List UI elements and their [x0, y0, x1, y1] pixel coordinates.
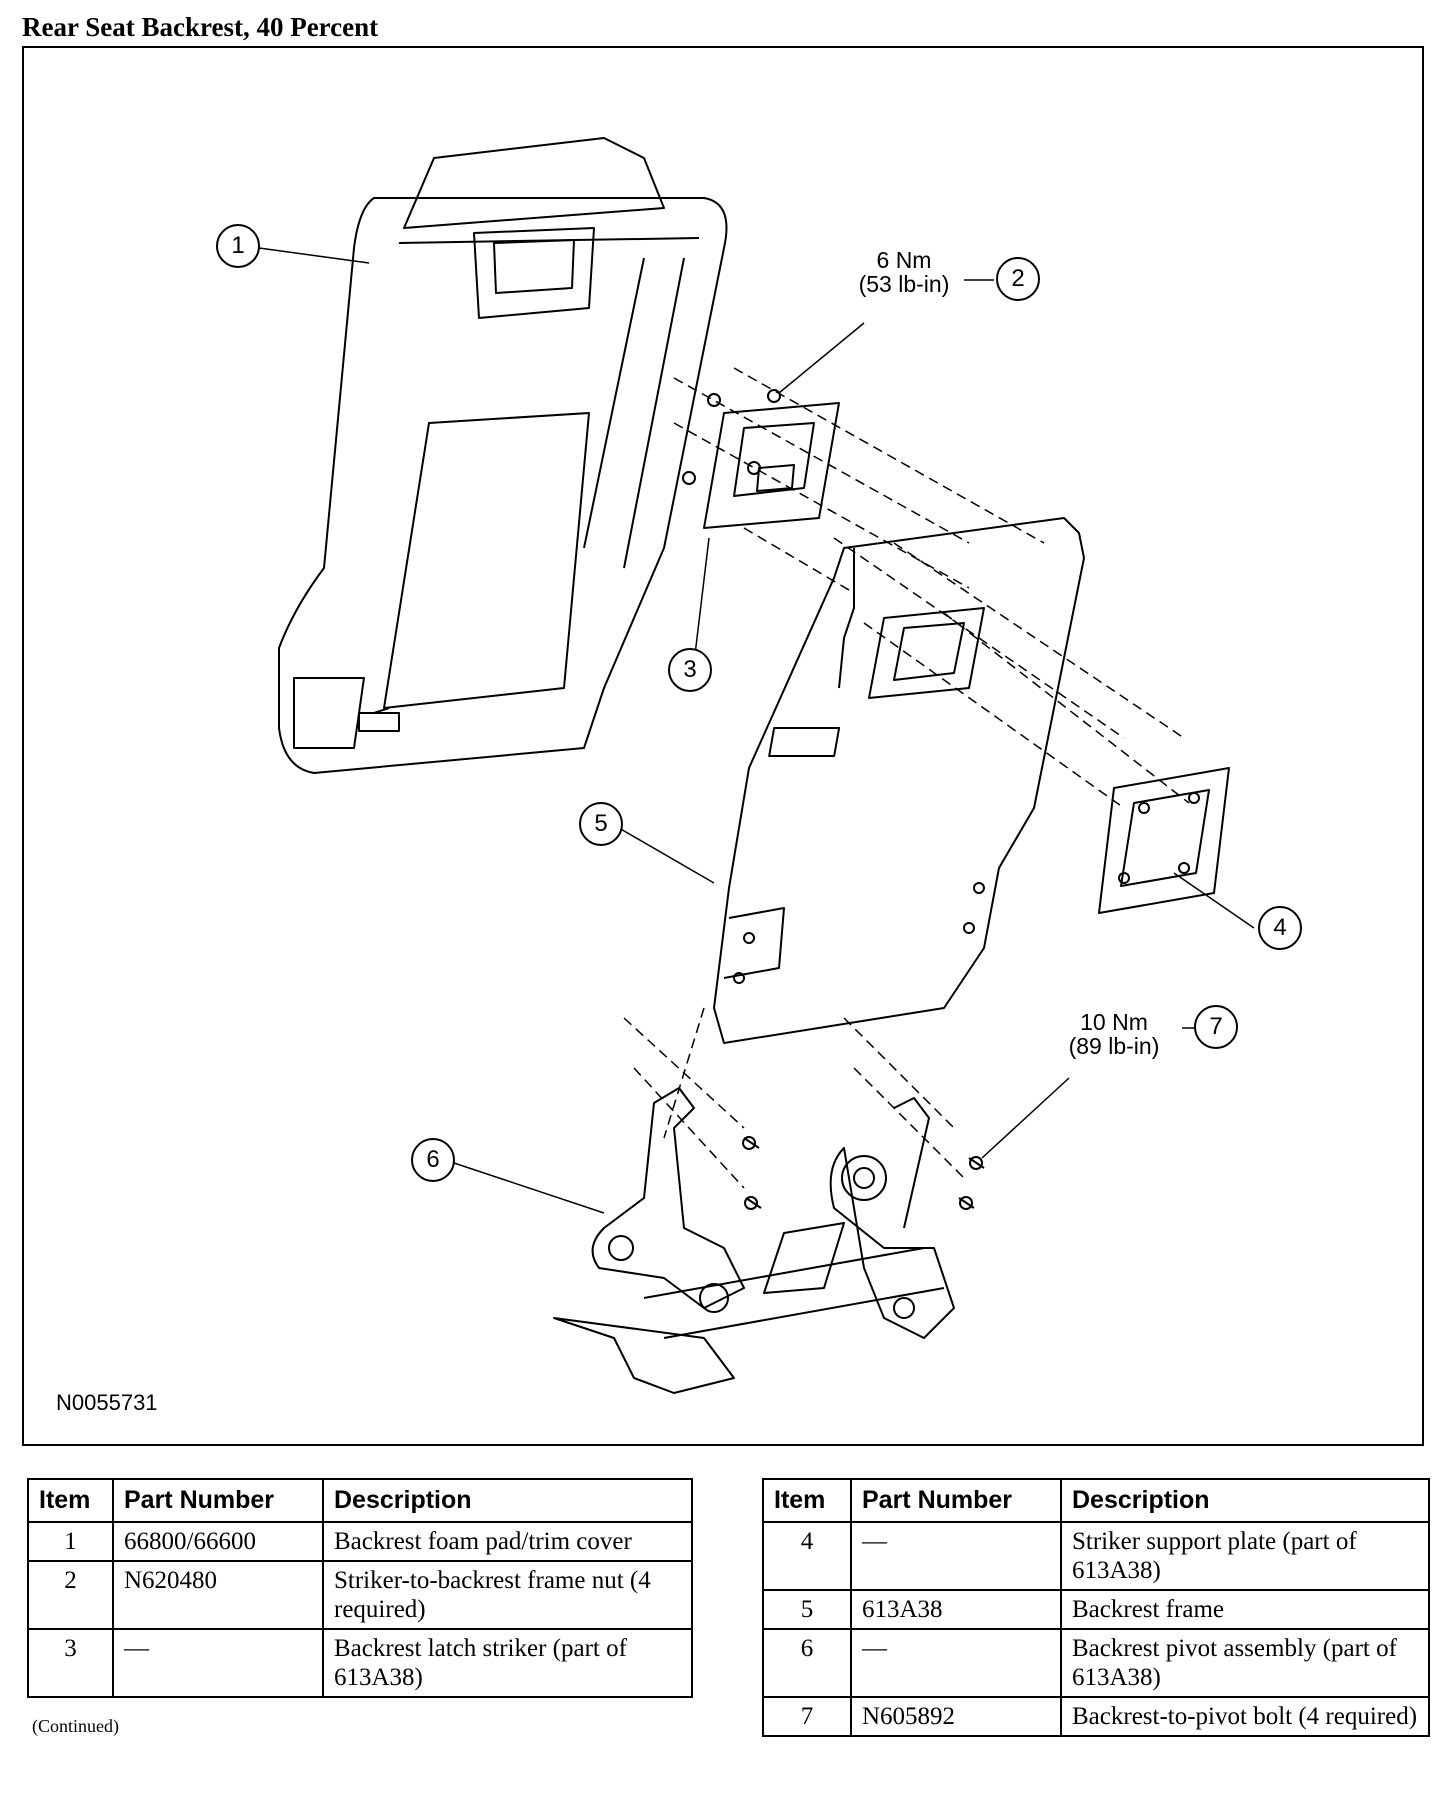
- header-item: Item: [27, 1478, 114, 1523]
- header-description: Description: [322, 1478, 693, 1523]
- callout-3: 3: [668, 648, 712, 692]
- callout-4: 4: [1258, 906, 1302, 950]
- callout-6: 6: [411, 1138, 455, 1182]
- table-row: 2 N620480 Striker-to-backrest frame nut …: [27, 1560, 693, 1630]
- continued-note: (Continued): [32, 1716, 119, 1736]
- callout-1: 1: [216, 224, 260, 268]
- description-cell: Backrest frame: [1060, 1589, 1430, 1630]
- item-cell: 2: [27, 1560, 114, 1630]
- item-cell: 3: [27, 1628, 114, 1698]
- item-cell: 5: [762, 1589, 852, 1630]
- part-number-cell: 66800/66600: [112, 1521, 324, 1562]
- item-cell: 1: [27, 1521, 114, 1562]
- callout-2: 2: [996, 257, 1040, 301]
- description-cell: Striker-to-backrest frame nut (4 require…: [322, 1560, 693, 1630]
- description-cell: Backrest-to-pivot bolt (4 required): [1060, 1696, 1430, 1737]
- table-row: 7 N605892 Backrest-to-pivot bolt (4 requ…: [762, 1696, 1430, 1737]
- exploded-diagram: 1 2 3 4 5 6 7 6 Nm (53 lb-in) 10 Nm (89 …: [22, 46, 1424, 1446]
- part-number-cell: N605892: [850, 1696, 1062, 1737]
- latch-striker-drawing: [703, 402, 840, 529]
- striker-support-plate-drawing: [1098, 767, 1230, 914]
- part-number-cell: —: [112, 1628, 324, 1698]
- callout-5: 5: [579, 802, 623, 846]
- page-title: Rear Seat Backrest, 40 Percent: [22, 12, 379, 42]
- part-number-cell: 613A38: [850, 1589, 1062, 1630]
- table-row: 1 66800/66600 Backrest foam pad/trim cov…: [27, 1521, 693, 1562]
- description-cell: Backrest latch striker (part of 613A38): [322, 1628, 693, 1698]
- header-part-number: Part Number: [112, 1478, 324, 1523]
- torque-spec-item-7: 10 Nm (89 lb-in): [1044, 1010, 1184, 1058]
- parts-table-left: Item Part Number Description 1 66800/666…: [27, 1478, 693, 1698]
- header-item: Item: [762, 1478, 852, 1523]
- table-row: 6 — Backrest pivot assembly (part of 613…: [762, 1628, 1430, 1698]
- parts-table-right: Item Part Number Description 4 — Striker…: [762, 1478, 1430, 1737]
- torque-nm: 10 Nm: [1080, 1009, 1148, 1035]
- description-cell: Backrest foam pad/trim cover: [322, 1521, 693, 1562]
- table-header-row: Item Part Number Description: [27, 1478, 693, 1523]
- description-cell: Striker support plate (part of 613A38): [1060, 1521, 1430, 1591]
- table-row: 3 — Backrest latch striker (part of 613A…: [27, 1628, 693, 1698]
- header-description: Description: [1060, 1478, 1430, 1523]
- item-cell: 7: [762, 1696, 852, 1737]
- torque-spec-item-2: 6 Nm (53 lb-in): [839, 248, 969, 296]
- part-number-cell: —: [850, 1521, 1062, 1591]
- table-header-row: Item Part Number Description: [762, 1478, 1430, 1523]
- exploded-view-drawing: [258, 137, 1255, 1394]
- torque-lbin: (89 lb-in): [1068, 1033, 1160, 1059]
- torque-lbin: (53 lb-in): [858, 271, 950, 297]
- item-cell: 4: [762, 1521, 852, 1591]
- part-number-cell: N620480: [112, 1560, 324, 1630]
- table-row: 5 613A38 Backrest frame: [762, 1589, 1430, 1630]
- description-cell: Backrest pivot assembly (part of 613A38): [1060, 1628, 1430, 1698]
- pivot-bolt-drawing: [742, 1136, 985, 1210]
- header-part-number: Part Number: [850, 1478, 1062, 1523]
- pivot-assembly-drawing: [553, 1087, 955, 1394]
- callout-7: 7: [1194, 1005, 1238, 1049]
- item-cell: 6: [762, 1628, 852, 1698]
- figure-id: N0055731: [56, 1390, 158, 1415]
- table-row: 4 — Striker support plate (part of 613A3…: [762, 1521, 1430, 1591]
- part-number-cell: —: [850, 1628, 1062, 1698]
- backrest-frame-drawing: [713, 517, 1085, 1044]
- backrest-foam-pad-drawing: [278, 137, 728, 774]
- striker-nut-drawing: [682, 389, 781, 485]
- torque-nm: 6 Nm: [876, 247, 932, 273]
